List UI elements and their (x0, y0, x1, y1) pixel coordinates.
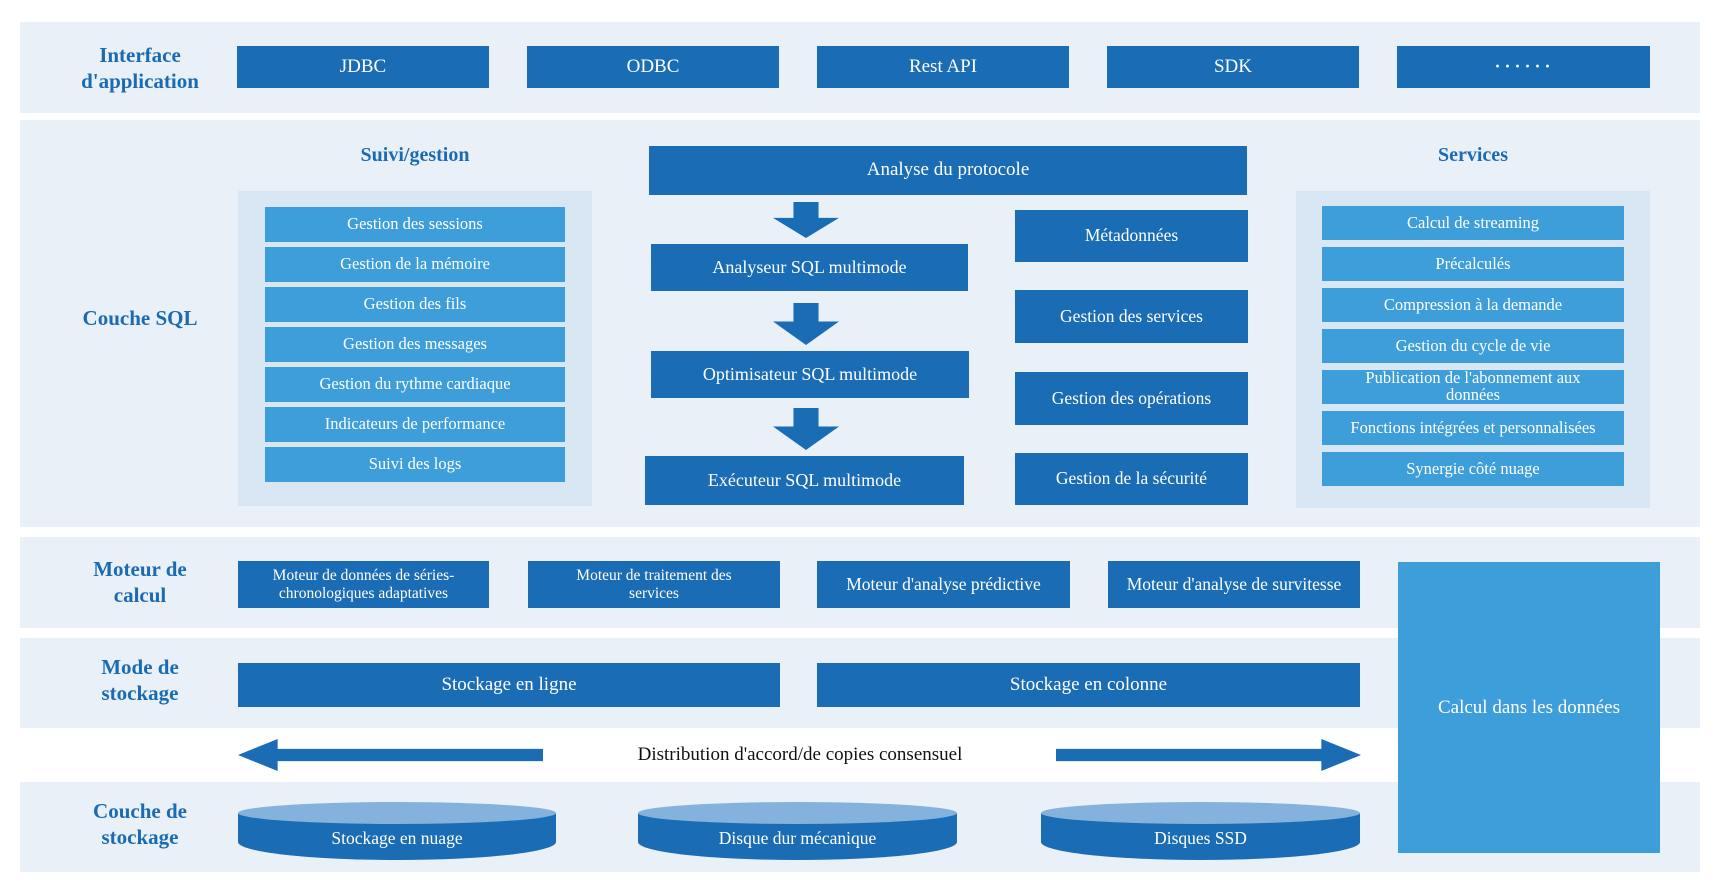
monitoring-item-performance: Indicateurs de performance (265, 407, 565, 442)
services-heading: Services (1438, 144, 1508, 166)
cylinder-ssd: Disques SSD (1041, 802, 1360, 860)
down-arrow-icon (773, 303, 839, 345)
box-more-interfaces: ······ (1397, 46, 1650, 88)
cylinder-cloud-storage: Stockage en nuage (238, 802, 556, 860)
monitoring-item-sessions: Gestion des sessions (265, 207, 565, 242)
cylinder-top-ellipse (238, 802, 556, 824)
sql-layer-band: Couche SQL Suivi/gestion Gestion des ses… (20, 120, 1700, 527)
cylinder-top-ellipse (1041, 802, 1360, 824)
box-sql-executor: Exécuteur SQL multimode (645, 456, 964, 505)
box-overspeed-analysis-engine: Moteur d'analyse de survitesse (1108, 561, 1360, 608)
service-item-compression: Compression à la demande (1322, 288, 1624, 322)
distribution-label: Distribution d'accord/de copies consensu… (637, 744, 963, 765)
compute-engine-band: Moteur de calcul Moteur de données de sé… (20, 537, 1700, 628)
box-operations-management: Gestion des opérations (1015, 372, 1248, 425)
service-item-lifecycle: Gestion du cycle de vie (1322, 329, 1624, 363)
compute-engine-label: Moteur de calcul (93, 557, 187, 608)
box-jdbc: JDBC (237, 46, 489, 88)
service-item-data-subscription: Publication de l'abonnement aux données (1322, 369, 1624, 404)
monitoring-item-logs: Suivi des logs (265, 447, 565, 482)
box-row-storage: Stockage en ligne (238, 663, 780, 707)
box-sql-optimizer: Optimisateur SQL multimode (651, 351, 969, 398)
cylinder-mechanical-disk: Disque dur mécanique (638, 802, 957, 860)
left-arrow-icon (238, 739, 543, 771)
cylinder-label: Stockage en nuage (331, 827, 463, 848)
box-rest-api: Rest API (817, 46, 1069, 88)
cylinder-label: Disques SSD (1154, 827, 1247, 848)
cylinder-label: Disque dur mécanique (718, 827, 877, 848)
box-security-management: Gestion de la sécurité (1015, 453, 1248, 505)
right-arrow-icon (1056, 739, 1361, 771)
monitoring-item-memory: Gestion de la mémoire (265, 247, 565, 282)
sql-layer-label: Couche SQL (82, 306, 198, 330)
box-predictive-analysis-engine: Moteur d'analyse prédictive (817, 561, 1070, 608)
service-item-cloud-synergy: Synergie côté nuage (1322, 452, 1624, 486)
box-timeseries-engine: Moteur de données de séries- chronologiq… (238, 561, 489, 608)
monitoring-item-messages: Gestion des messages (265, 327, 565, 362)
box-odbc: ODBC (527, 46, 779, 88)
monitoring-item-heartbeat: Gestion du rythme cardiaque (265, 367, 565, 402)
box-service-management: Gestion des services (1015, 290, 1248, 343)
storage-mode-label: Mode de stockage (101, 655, 179, 706)
monitoring-heading: Suivi/gestion (360, 144, 470, 166)
service-item-precomputed: Précalculés (1322, 247, 1624, 281)
cylinder-top-ellipse (638, 802, 957, 824)
box-sql-parser: Analyseur SQL multimode (651, 244, 968, 291)
down-arrow-icon (773, 202, 839, 238)
box-column-storage: Stockage en colonne (817, 663, 1360, 707)
services-panel: Calcul de streaming Précalculés Compress… (1296, 191, 1650, 508)
box-service-processing-engine: Moteur de traitement des services (528, 561, 780, 608)
app-interface-label: Interface d'application (81, 43, 199, 94)
service-item-streaming: Calcul de streaming (1322, 206, 1624, 240)
box-sdk: SDK (1107, 46, 1359, 88)
box-metadata: Métadonnées (1015, 210, 1248, 262)
service-item-functions: Fonctions intégrées et personnalisées (1322, 411, 1624, 445)
monitoring-item-threads: Gestion des fils (265, 287, 565, 322)
storage-layer-label: Couche de stockage (93, 799, 187, 850)
app-interface-band: Interface d'application JDBC ODBC Rest A… (20, 22, 1700, 113)
box-in-data-compute: Calcul dans les données (1398, 562, 1660, 853)
monitoring-panel: Gestion des sessions Gestion de la mémoi… (238, 191, 592, 506)
down-arrow-icon (773, 408, 839, 450)
box-protocol-analysis: Analyse du protocole (649, 146, 1247, 195)
